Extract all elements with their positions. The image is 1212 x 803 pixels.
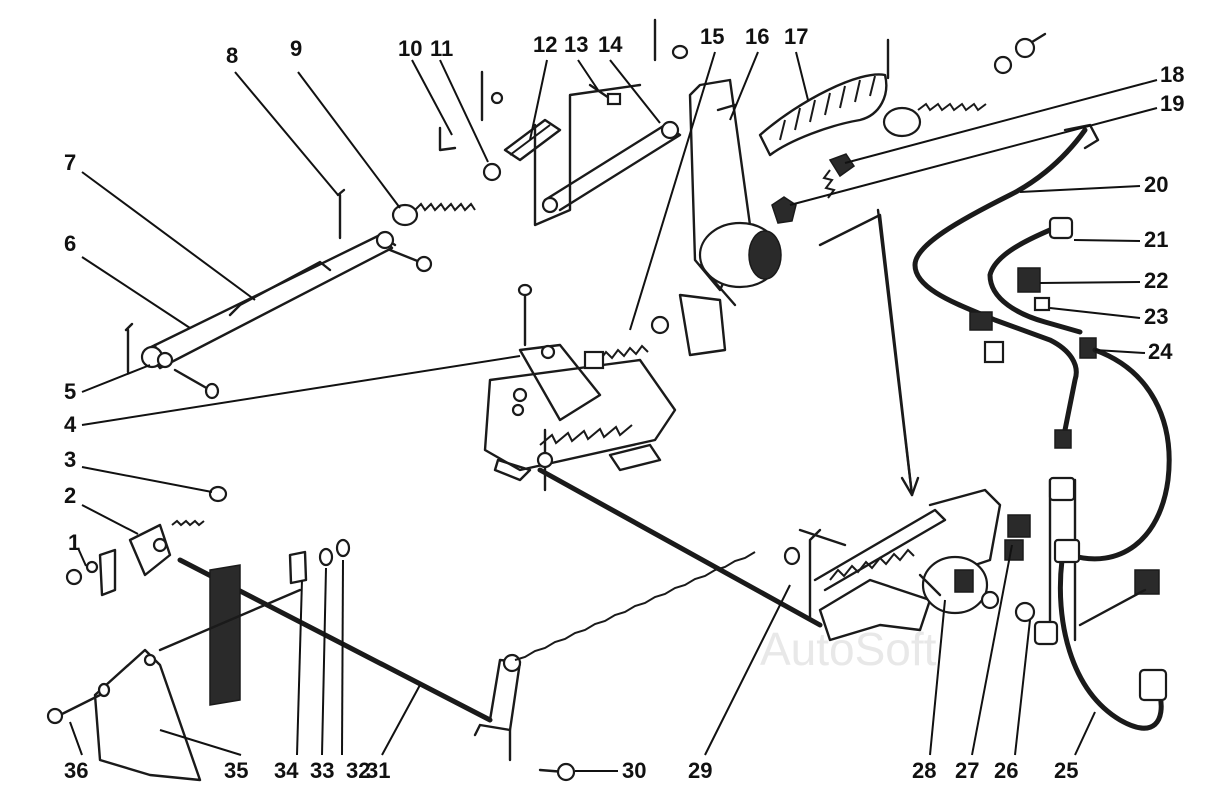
callout-36: 36 bbox=[64, 758, 88, 783]
callout-25: 25 bbox=[1054, 758, 1078, 783]
throttle-rod-assembly bbox=[124, 188, 433, 400]
flexible-hoses bbox=[1033, 347, 1172, 731]
brake-pipes bbox=[912, 123, 1100, 449]
direction-arrows bbox=[818, 208, 920, 497]
callout-20: 20 bbox=[1144, 172, 1168, 197]
callout-26: 26 bbox=[994, 758, 1018, 783]
callout-32: 32 bbox=[346, 758, 370, 783]
callout-1: 1 bbox=[68, 530, 80, 555]
callout-8: 8 bbox=[226, 43, 238, 68]
callout-9: 9 bbox=[290, 36, 302, 61]
parts-drawing bbox=[46, 18, 1172, 782]
valve-assembly bbox=[783, 488, 1036, 642]
callout-16: 16 bbox=[745, 24, 769, 49]
callout-7: 7 bbox=[64, 150, 76, 175]
bracket-washers bbox=[209, 538, 351, 706]
callout-33: 33 bbox=[310, 758, 334, 783]
callout-2: 2 bbox=[64, 483, 76, 508]
cross-shaft bbox=[536, 428, 823, 628]
watermark: AutoSoft bbox=[760, 623, 937, 675]
callout-3: 3 bbox=[64, 447, 76, 472]
callout-10: 10 bbox=[398, 36, 422, 61]
callout-13: 13 bbox=[564, 32, 588, 57]
lower-rod-chain bbox=[177, 551, 756, 782]
callout-21: 21 bbox=[1144, 227, 1168, 252]
callout-28: 28 bbox=[912, 758, 936, 783]
callout-23: 23 bbox=[1144, 304, 1168, 329]
leader-lines bbox=[69, 51, 1158, 772]
callout-14: 14 bbox=[598, 32, 623, 57]
pedal-plate bbox=[46, 588, 302, 782]
callout-labels: 1 2 3 4 5 6 7 8 9 10 11 12 13 14 15 16 1… bbox=[64, 24, 1184, 783]
bellows-spring bbox=[758, 32, 1047, 224]
callout-34: 34 bbox=[274, 758, 299, 783]
callout-30: 30 bbox=[622, 758, 646, 783]
left-bracket-parts bbox=[65, 485, 228, 597]
callout-11: 11 bbox=[430, 36, 453, 61]
callout-29: 29 bbox=[688, 758, 712, 783]
callout-4: 4 bbox=[64, 412, 77, 437]
callout-22: 22 bbox=[1144, 268, 1168, 293]
callout-18: 18 bbox=[1160, 62, 1184, 87]
callout-12: 12 bbox=[533, 32, 557, 57]
callout-17: 17 bbox=[784, 24, 808, 49]
callout-15: 15 bbox=[700, 24, 724, 49]
callout-31: 31 bbox=[366, 758, 390, 783]
bracket-lever bbox=[503, 18, 689, 227]
callout-5: 5 bbox=[64, 379, 76, 404]
callout-19: 19 bbox=[1160, 91, 1184, 116]
center-bracket bbox=[483, 283, 677, 482]
callout-35: 35 bbox=[224, 758, 248, 783]
control-arm-drum bbox=[678, 78, 782, 357]
callout-24: 24 bbox=[1148, 339, 1173, 364]
callout-27: 27 bbox=[955, 758, 979, 783]
clevis-rod bbox=[391, 70, 504, 227]
callout-6: 6 bbox=[64, 231, 76, 256]
